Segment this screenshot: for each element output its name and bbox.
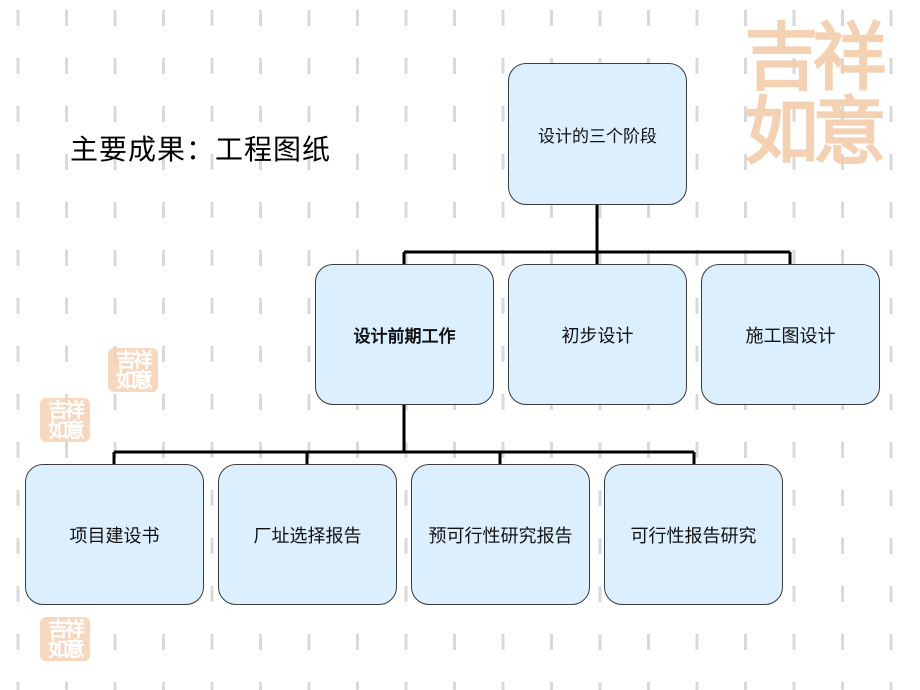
node-level1-pre-design: 设计前期工作 xyxy=(315,264,494,405)
node-level2-feasibility: 可行性报告研究 xyxy=(604,464,783,605)
node-level1-preliminary-design: 初步设计 xyxy=(508,264,687,405)
watermark-text: 吉祥如意 xyxy=(744,15,887,175)
watermark-seal-small-3: 吉祥如意 xyxy=(40,617,90,661)
watermark-text: 吉祥如意 xyxy=(48,617,85,661)
node-label: 项目建设书 xyxy=(69,525,160,547)
watermark-seal-large: 吉祥如意 xyxy=(705,0,920,190)
watermark-seal-small-1: 吉祥如意 xyxy=(108,348,158,392)
node-root: 设计的三个阶段 xyxy=(508,63,687,205)
node-label: 预可行性研究报告 xyxy=(428,525,573,547)
node-level2-project-proposal: 项目建设书 xyxy=(25,464,204,605)
watermark-text: 吉祥如意 xyxy=(48,398,85,442)
node-label: 施工图设计 xyxy=(745,325,836,347)
node-label: 可行性报告研究 xyxy=(630,525,757,547)
node-level2-site-selection: 厂址选择报告 xyxy=(218,464,397,605)
node-level1-construction-drawing: 施工图设计 xyxy=(701,264,880,405)
node-label: 设计前期工作 xyxy=(353,327,456,347)
node-label: 初步设计 xyxy=(561,325,634,347)
watermark-seal-small-2: 吉祥如意 xyxy=(40,398,90,442)
watermark-text: 吉祥如意 xyxy=(116,348,153,392)
node-root-label: 设计的三个阶段 xyxy=(538,126,657,147)
node-level2-pre-feasibility: 预可行性研究报告 xyxy=(411,464,590,605)
slide-title: 主要成果：工程图纸 xyxy=(70,133,332,166)
node-label: 厂址选择报告 xyxy=(253,525,362,547)
